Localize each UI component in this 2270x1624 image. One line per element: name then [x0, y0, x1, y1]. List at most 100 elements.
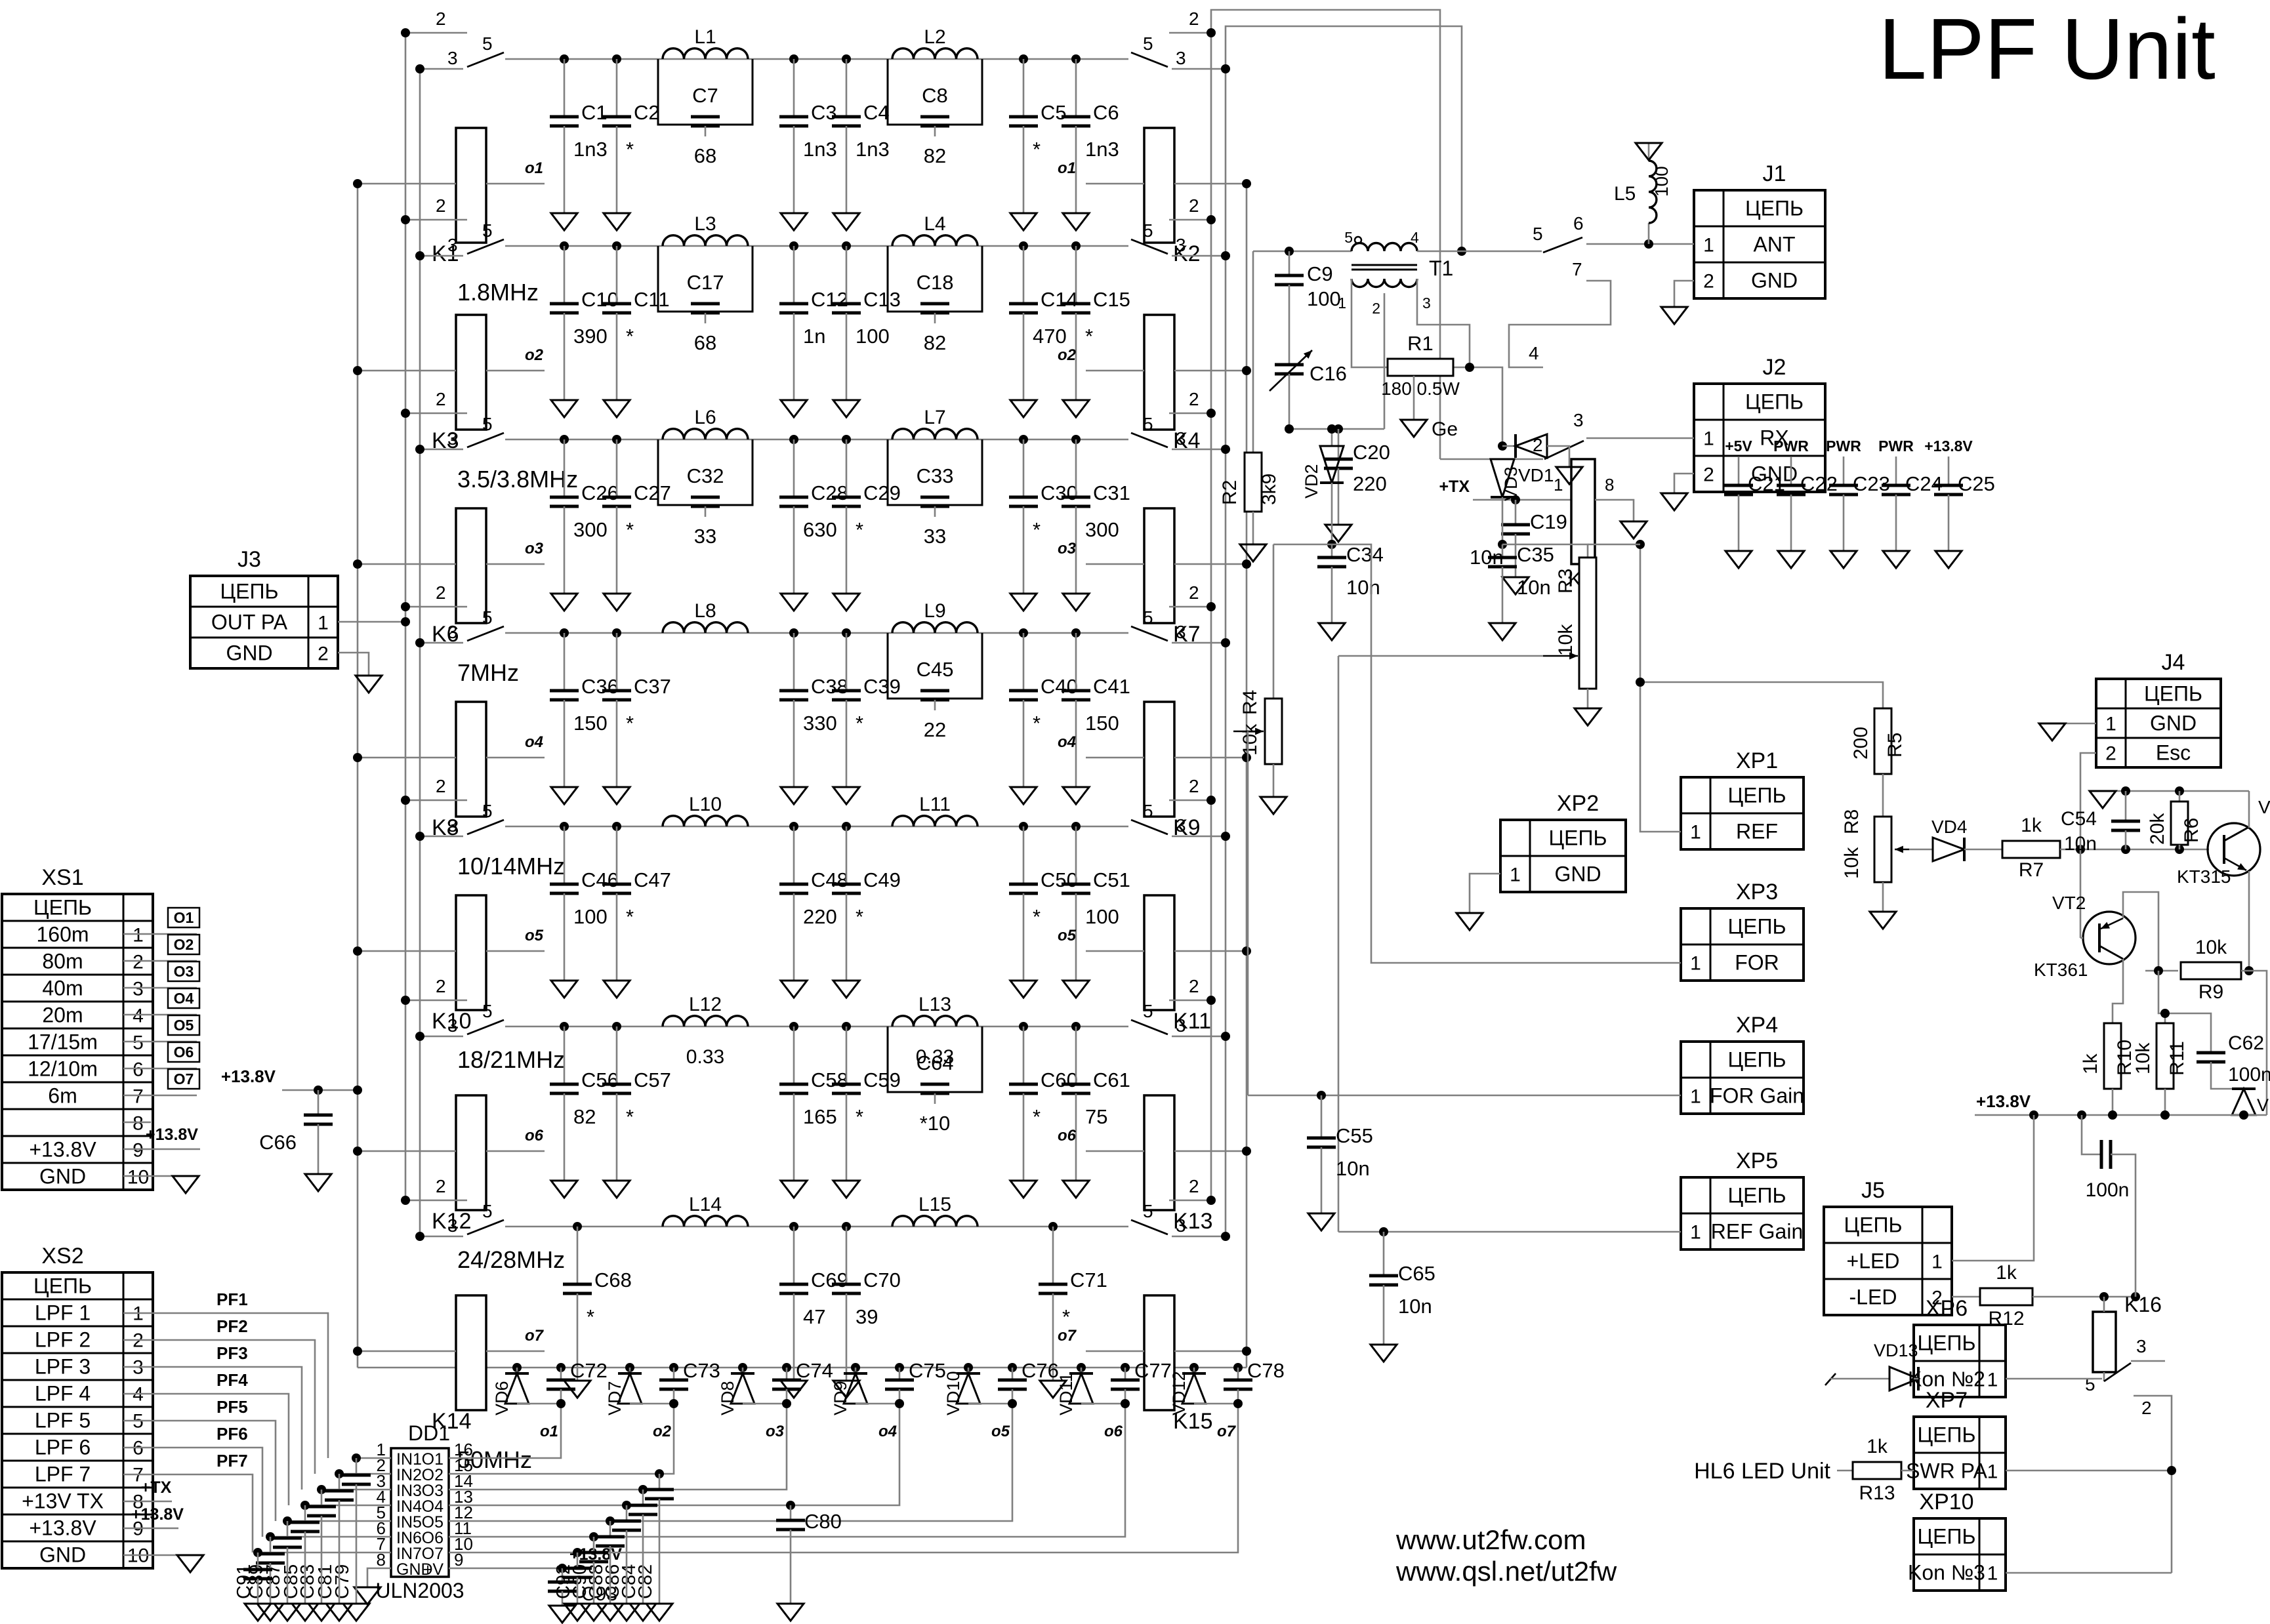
svg-text:Ge: Ge — [1432, 418, 1458, 440]
svg-text:3.5/3.8MHz: 3.5/3.8MHz — [457, 466, 578, 493]
svg-text:10k: 10k — [1555, 624, 1577, 656]
svg-text:470: 470 — [1033, 325, 1067, 348]
meter-amp: C5410n20kR6VT1KT315VT2KT36110kR91kR1010k… — [1694, 722, 2270, 1574]
svg-text:24/28MHz: 24/28MHz — [457, 1246, 565, 1273]
page-title: LPF Unit — [1878, 1, 2216, 97]
svg-text:100: 100 — [1651, 166, 1672, 197]
svg-text:R12: R12 — [1988, 1308, 2024, 1330]
svg-text:C28: C28 — [811, 481, 848, 504]
svg-text:C3: C3 — [811, 101, 837, 124]
svg-text:40m: 40m — [42, 977, 83, 1000]
svg-text:100n: 100n — [2228, 1064, 2270, 1086]
svg-text:L11: L11 — [919, 794, 951, 815]
svg-text:1: 1 — [2105, 714, 2116, 735]
svg-text:O7: O7 — [174, 1070, 194, 1087]
svg-text:+13.8V: +13.8V — [221, 1066, 276, 1086]
svg-text:L3: L3 — [694, 213, 716, 235]
svg-text:K2: K2 — [1173, 241, 1201, 266]
svg-text:C6: C6 — [1093, 101, 1119, 124]
svg-text:o1: o1 — [1058, 159, 1076, 177]
svg-text:ULN2003: ULN2003 — [375, 1579, 464, 1602]
band-buses — [356, 9, 1463, 1369]
svg-text:3: 3 — [447, 622, 458, 642]
svg-text:6: 6 — [1573, 213, 1584, 233]
svg-text:ЦЕПЬ: ЦЕПЬ — [220, 580, 278, 603]
svg-text:J1: J1 — [1763, 161, 1786, 186]
svg-text:C57: C57 — [634, 1068, 671, 1091]
svg-text:1n3: 1n3 — [573, 138, 608, 161]
svg-text:C85: C85 — [281, 1564, 302, 1599]
svg-text:L8: L8 — [694, 600, 716, 622]
svg-text:SWR PA: SWR PA — [1906, 1459, 1988, 1483]
svg-text:1: 1 — [1703, 235, 1714, 256]
svg-text:4: 4 — [1411, 229, 1419, 246]
svg-text:*: * — [626, 905, 634, 928]
svg-text:L10: L10 — [689, 794, 722, 815]
svg-text:K11: K11 — [1173, 1009, 1211, 1034]
svg-text:XP10: XP10 — [1919, 1490, 1973, 1514]
svg-text:K13: K13 — [1173, 1209, 1213, 1234]
svg-text:C82: C82 — [635, 1564, 656, 1599]
svg-text:ЦЕПЬ: ЦЕПЬ — [1917, 1331, 1975, 1355]
svg-text:K1: K1 — [432, 241, 459, 266]
svg-text:GND: GND — [1554, 863, 1601, 886]
svg-text:2: 2 — [133, 952, 144, 973]
svg-text:O5: O5 — [422, 1513, 444, 1532]
svg-text:80m: 80m — [42, 950, 83, 973]
svg-text:LPF 6: LPF 6 — [35, 1436, 91, 1459]
svg-text:C70: C70 — [863, 1269, 901, 1291]
svg-text:L13: L13 — [918, 994, 951, 1015]
svg-text:PF6: PF6 — [217, 1424, 248, 1444]
svg-text:IN2: IN2 — [396, 1466, 422, 1484]
svg-text:o7: o7 — [1058, 1327, 1077, 1345]
svg-text:R8: R8 — [1841, 809, 1863, 834]
svg-text:5: 5 — [482, 607, 493, 628]
svg-text:OUT PA: OUT PA — [211, 611, 288, 634]
svg-text:C13: C13 — [863, 288, 901, 311]
svg-text:C16: C16 — [1310, 362, 1347, 385]
svg-text:L14: L14 — [689, 1194, 722, 1215]
svg-text:o2: o2 — [653, 1423, 672, 1440]
svg-text:C79: C79 — [332, 1564, 353, 1599]
svg-text:C37: C37 — [634, 675, 671, 698]
svg-text:+13.8V: +13.8V — [131, 1505, 184, 1524]
svg-text:C45: C45 — [917, 658, 954, 681]
svg-text:XP6: XP6 — [1926, 1296, 1968, 1321]
svg-text:C29: C29 — [863, 481, 901, 504]
svg-text:+13V TX: +13V TX — [22, 1490, 104, 1513]
svg-text:180 0.5W: 180 0.5W — [1381, 378, 1460, 399]
svg-text:ЦЕПЬ: ЦЕПЬ — [1745, 197, 1804, 220]
j3-wires — [338, 617, 410, 695]
svg-text:100: 100 — [856, 325, 890, 348]
svg-text:+13.8V: +13.8V — [146, 1126, 198, 1144]
svg-text:IN1: IN1 — [396, 1450, 422, 1469]
svg-text:C38: C38 — [811, 675, 848, 698]
svg-text:C55: C55 — [1336, 1124, 1373, 1147]
svg-text:C80: C80 — [804, 1510, 842, 1533]
svg-text:O5: O5 — [174, 1017, 194, 1034]
relay-driver-diodes: VD6C72o1VD7C73o2VD8C74o3VD9C75o4VD10C76o… — [492, 1359, 1285, 1440]
svg-text:*: * — [856, 712, 863, 735]
svg-text:J4: J4 — [2162, 650, 2185, 675]
svg-text:3: 3 — [447, 235, 458, 255]
svg-text:2: 2 — [436, 195, 446, 216]
svg-text:1: 1 — [377, 1440, 386, 1459]
svg-text:5: 5 — [482, 220, 493, 241]
svg-text:PF4: PF4 — [217, 1370, 248, 1390]
svg-text:6m: 6m — [48, 1084, 77, 1108]
svg-text:5: 5 — [1143, 33, 1153, 54]
svg-text:2: 2 — [436, 1176, 446, 1196]
svg-text:82: 82 — [924, 144, 946, 167]
svg-text:GND: GND — [39, 1165, 86, 1188]
svg-text:*: * — [1062, 1305, 1070, 1328]
svg-text:C81: C81 — [315, 1564, 336, 1599]
svg-text:O7: O7 — [422, 1545, 444, 1563]
svg-text:O1: O1 — [422, 1450, 444, 1469]
svg-text:K12: K12 — [432, 1209, 472, 1234]
